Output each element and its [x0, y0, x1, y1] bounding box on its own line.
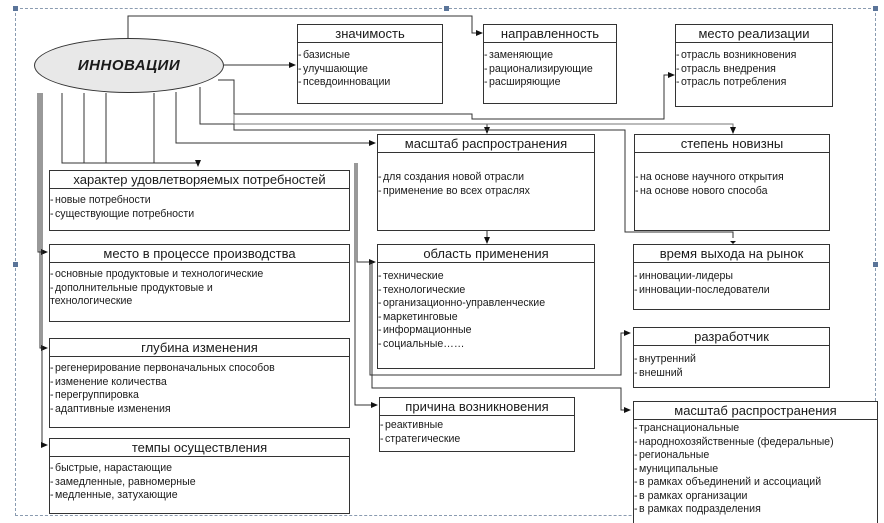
- category-box-glubina[interactable]: глубина изменения -регенерирование перво…: [49, 338, 350, 428]
- category-title: место в процессе производства: [50, 245, 349, 263]
- category-item: -отрасль потребления: [676, 76, 787, 88]
- category-item: -улучшающие: [298, 62, 368, 75]
- category-item: -региональные: [634, 449, 710, 461]
- category-box-masshtab-1[interactable]: масштаб распространения -для создания но…: [377, 134, 595, 231]
- category-title: время выхода на рынок: [634, 245, 829, 263]
- category-item: -инновации-лидеры: [634, 270, 734, 282]
- category-title: характер удовлетворяемых потребностей: [50, 171, 349, 189]
- category-item: -инновации-последователи: [634, 283, 770, 296]
- category-title: масштаб распространения: [378, 135, 594, 153]
- category-item: -в рамках организации: [634, 489, 748, 502]
- category-box-napravlennost[interactable]: направленность -заменяющие -рационализир…: [483, 24, 617, 104]
- category-box-mesto-realizacii[interactable]: место реализации -отрасль возникновения …: [675, 24, 833, 107]
- category-item: -дополнительные продуктовые и: [50, 281, 213, 294]
- category-item: -основные продуктовые и технологические: [50, 268, 264, 280]
- category-item: -стратегические: [380, 432, 461, 445]
- category-item: -муниципальные: [634, 462, 719, 475]
- category-title: масштаб распространения: [634, 402, 877, 420]
- category-item: -внешний: [634, 366, 683, 379]
- category-item: -замедленные, равномерные: [50, 475, 196, 488]
- category-box-tempy[interactable]: темпы осуществления -быстрые, нарастающи…: [49, 438, 350, 514]
- category-box-razrabotchik[interactable]: разработчик -внутренний -внешний: [633, 327, 830, 388]
- category-title: разработчик: [634, 328, 829, 346]
- category-item: -в рамках подразделения: [634, 503, 761, 515]
- category-title: направленность: [484, 25, 616, 43]
- category-item: -псевдоинновации: [298, 76, 391, 88]
- category-title: причина возникновения: [380, 398, 574, 416]
- category-item: -медленные, затухающие: [50, 489, 178, 501]
- category-item: -организационно-управленческие: [378, 297, 546, 309]
- category-title: область применения: [378, 245, 594, 263]
- category-item: -на основе научного открытия: [635, 171, 784, 183]
- category-item: -расширяющие: [484, 76, 561, 88]
- category-item: -транснациональные: [634, 422, 740, 434]
- category-title: значимость: [298, 25, 442, 43]
- category-item: -в рамках объединений и ассоциаций: [634, 476, 822, 488]
- category-item: -применение во всех отраслях: [378, 184, 530, 197]
- category-item: -технологические: [378, 283, 466, 296]
- category-item: -технические: [378, 270, 444, 282]
- category-item: -быстрые, нарастающие: [50, 462, 173, 474]
- category-item: -новые потребности: [50, 194, 151, 206]
- category-item: -маркетинговые: [378, 310, 458, 323]
- category-item: технологические: [50, 295, 133, 307]
- category-item: -для создания новой отрасли: [378, 171, 525, 183]
- category-box-mesto-v-processe[interactable]: место в процессе производства -основные …: [49, 244, 350, 322]
- category-item: -заменяющие: [484, 49, 553, 61]
- category-item: -реактивные: [380, 419, 444, 431]
- category-box-stepen-novizny[interactable]: степень новизны -на основе научного откр…: [634, 134, 830, 231]
- category-title: темпы осуществления: [50, 439, 349, 457]
- category-title: место реализации: [676, 25, 832, 43]
- category-item: -регенерирование первоначальных способов: [50, 362, 275, 374]
- category-box-vremya[interactable]: время выхода на рынок -инновации-лидеры …: [633, 244, 830, 310]
- category-item: -рационализирующие: [484, 62, 593, 75]
- root-node[interactable]: ИННОВАЦИИ: [34, 38, 224, 93]
- resize-handle[interactable]: [444, 6, 449, 11]
- root-label: ИННОВАЦИИ: [77, 57, 181, 74]
- category-box-prichina[interactable]: причина возникновения -реактивные -страт…: [379, 397, 575, 452]
- resize-handle[interactable]: [13, 6, 18, 11]
- category-box-znachimost[interactable]: значимость -базисные -улучшающие -псевдо…: [297, 24, 443, 104]
- category-item: -отрасль внедрения: [676, 62, 776, 75]
- category-box-harakter[interactable]: характер удовлетворяемых потребностей -н…: [49, 170, 350, 231]
- category-item: -информационные: [378, 324, 472, 336]
- category-item: -отрасль возникновения: [676, 49, 797, 61]
- category-item: -существующие потребности: [50, 207, 195, 220]
- category-item: -перегруппировка: [50, 389, 139, 401]
- resize-handle[interactable]: [13, 262, 18, 267]
- category-title: степень новизны: [635, 135, 829, 153]
- category-item: -на основе нового способа: [635, 184, 768, 197]
- category-title: глубина изменения: [50, 339, 349, 357]
- category-box-masshtab-2[interactable]: масштаб распространения -транснациональн…: [633, 401, 878, 523]
- category-item: -адаптивные изменения: [50, 402, 171, 415]
- category-item: -внутренний: [634, 353, 696, 365]
- category-item: -социальные……: [378, 337, 465, 350]
- category-box-oblast[interactable]: область применения -технические -техноло…: [377, 244, 595, 369]
- resize-handle[interactable]: [873, 6, 878, 11]
- category-item: -изменение количества: [50, 375, 167, 388]
- resize-handle[interactable]: [873, 262, 878, 267]
- category-item: -народнохозяйственные (федеральные): [634, 435, 834, 448]
- category-item: -базисные: [298, 49, 351, 61]
